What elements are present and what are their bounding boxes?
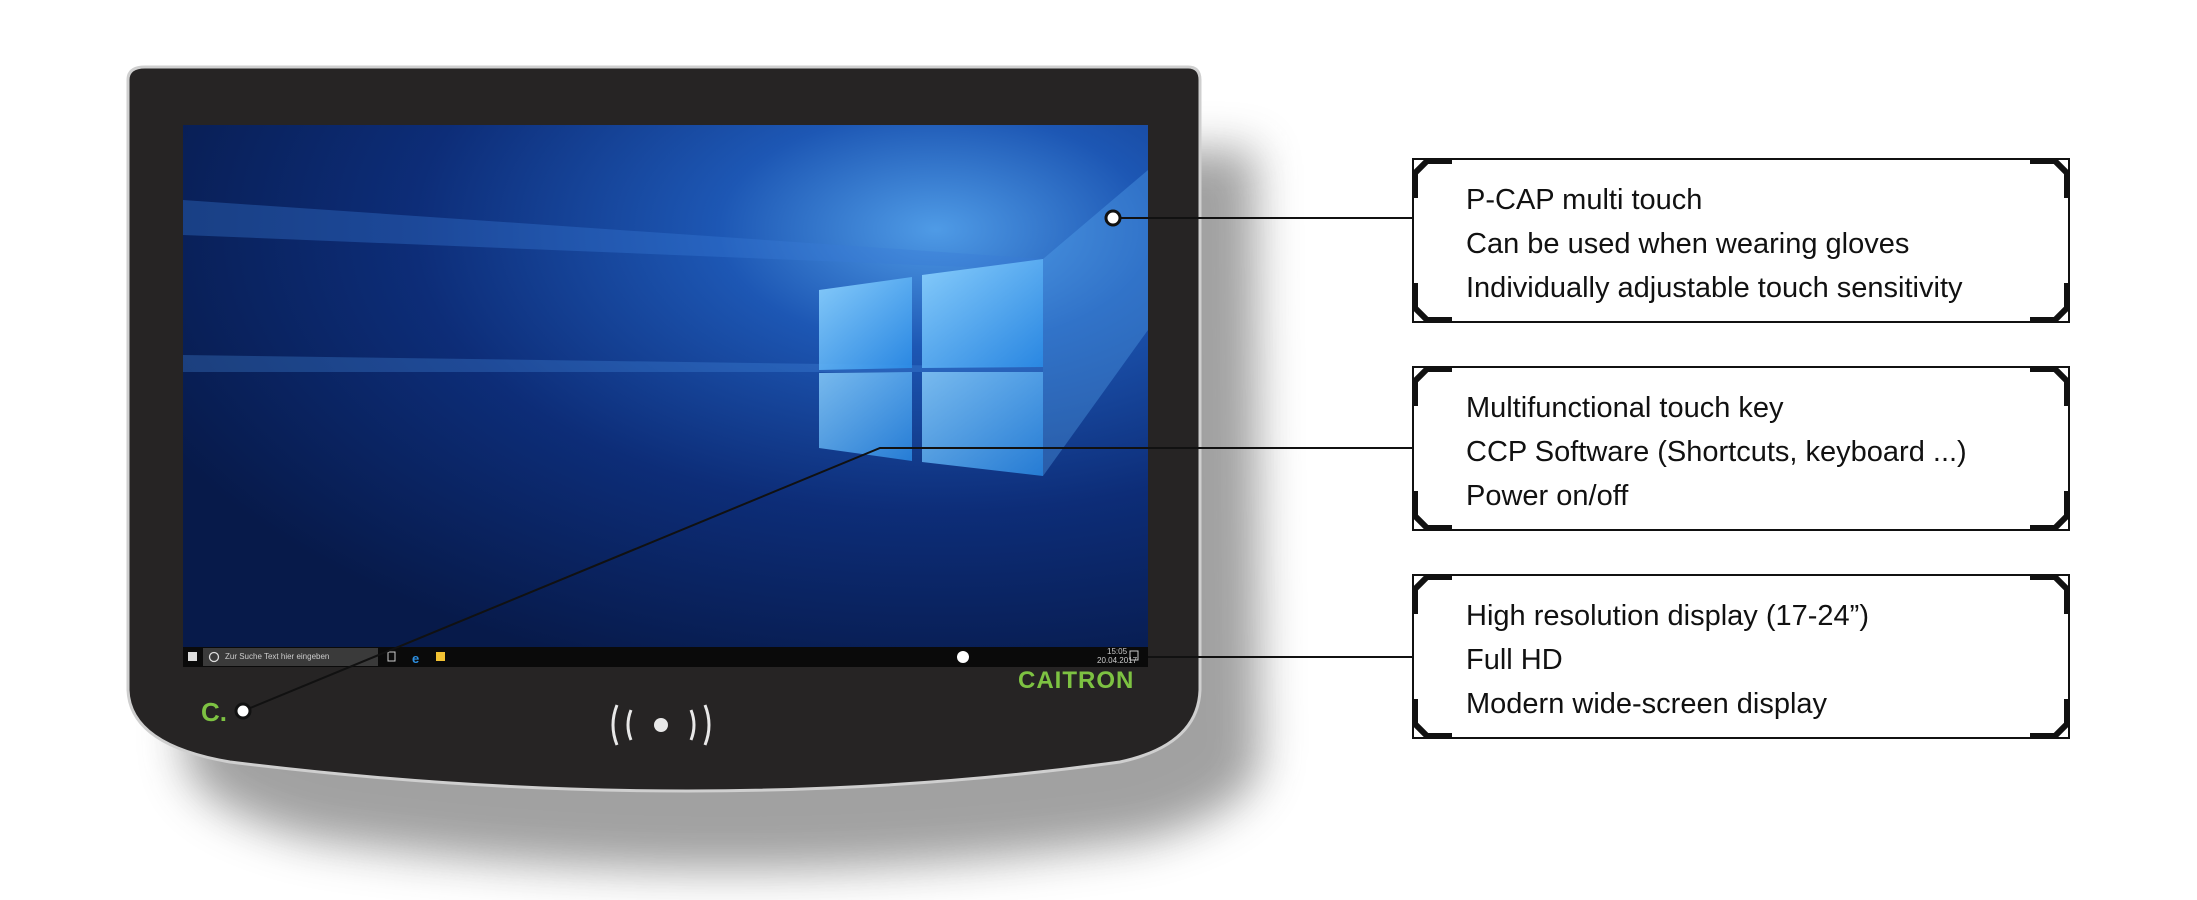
time: 15:05 — [1107, 647, 1128, 656]
touch-key-logo: C. — [201, 697, 227, 727]
callout-line: Full HD — [1466, 644, 1563, 676]
notification-icon — [1129, 650, 1139, 661]
touch-key-marker — [234, 702, 252, 720]
task-view-icon — [387, 651, 396, 662]
callout-line: CCP Software (Shortcuts, keyboard ...) — [1466, 436, 1967, 468]
callout-line: Power on/off — [1466, 480, 1629, 512]
start-button — [188, 652, 197, 661]
search-box — [203, 648, 378, 666]
callout-line: Multifunctional touch key — [1466, 392, 1784, 424]
desktop-wallpaper — [183, 125, 1148, 648]
rfid-reader-icon — [611, 704, 711, 746]
display-marker — [957, 651, 969, 663]
callout-line: Individually adjustable touch sensitivit… — [1466, 272, 1963, 304]
file-explorer-icon — [436, 652, 445, 661]
brand-logo: CAITRON — [1018, 667, 1135, 694]
callout-touch-key: Multifunctional touch key CCP Software (… — [1412, 366, 2070, 531]
cortana-icon — [208, 651, 220, 663]
callout-line: High resolution display (17-24”) — [1466, 600, 1869, 632]
search-input[interactable]: Zur Suche Text hier eingeben — [225, 652, 330, 661]
taskbar — [183, 647, 1148, 667]
date: 20.04.2017 — [1097, 656, 1138, 665]
callout-line: Can be used when wearing gloves — [1466, 228, 1910, 260]
callout-line: P-CAP multi touch — [1466, 184, 1703, 216]
callout-display: High resolution display (17-24”) Full HD… — [1412, 574, 2070, 739]
callout-touch: P-CAP multi touch Can be used when weari… — [1412, 158, 2070, 323]
clock: 15:05 20.04.2017 — [1097, 647, 1137, 665]
edge-icon: e — [412, 651, 419, 666]
touch-marker — [1104, 209, 1122, 227]
callout-line: Modern wide-screen display — [1466, 688, 1828, 720]
